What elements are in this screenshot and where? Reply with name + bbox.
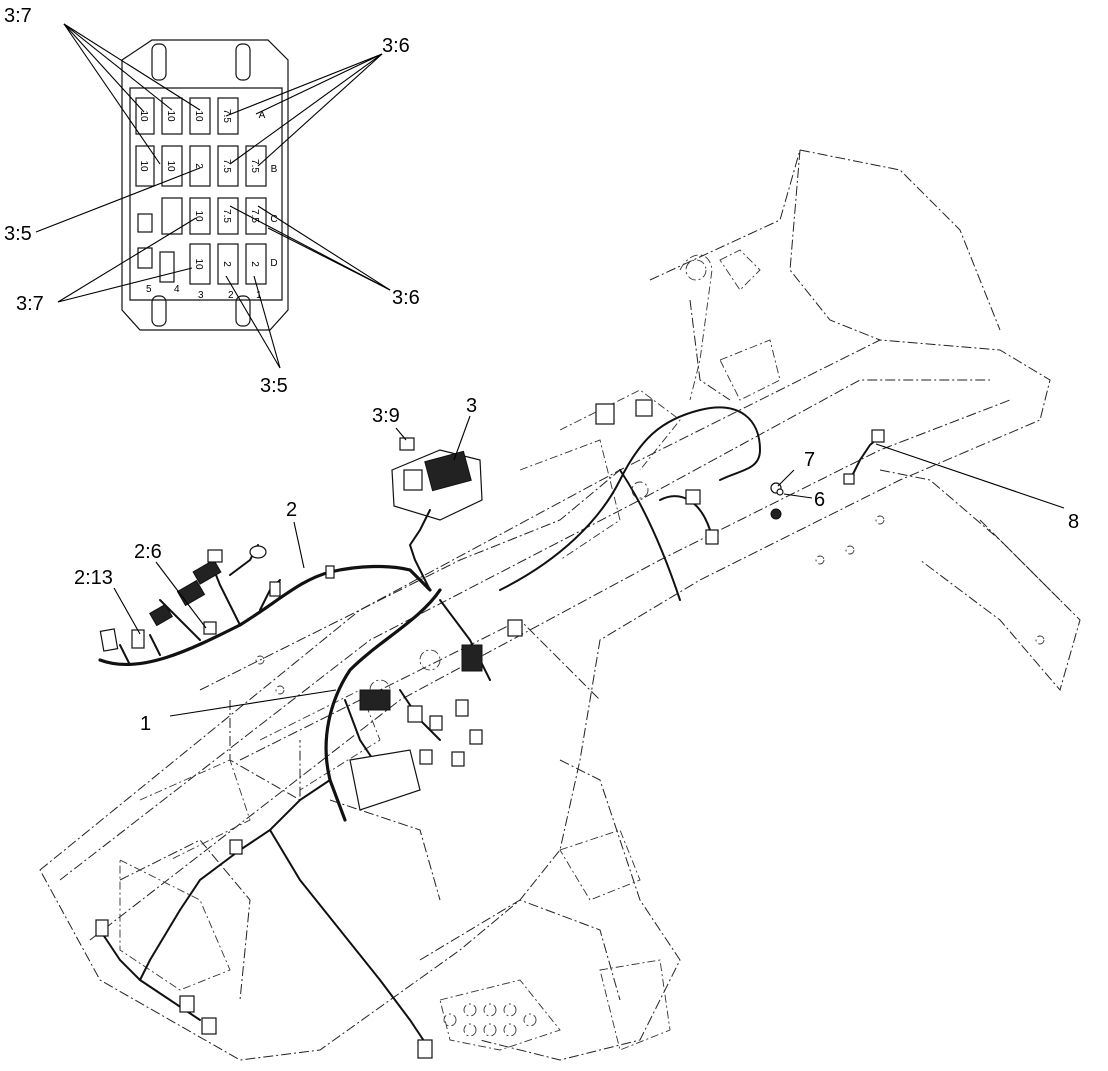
fuse-c3-label: 7.5 (249, 209, 260, 223)
fuse-pos-2: 2 (228, 290, 234, 301)
fuse-leaders (35, 23, 391, 369)
part-leaders (113, 415, 1065, 717)
fuse-row-c: 10 7.5 7.5 C (137, 197, 278, 235)
fuse-b5-label: 7.5 (249, 159, 260, 173)
fuse-row-d: 10 2 2 D (137, 243, 278, 285)
callout-7: 7 (804, 449, 815, 471)
fuse-pos-5: 5 (146, 284, 152, 295)
fuse-pos-3: 3 (198, 290, 204, 301)
callout-3-5-bottom: 3:5 (260, 375, 288, 397)
fuse-a1-label: 10 (138, 110, 149, 122)
callout-8: 8 (1068, 511, 1079, 533)
fuse-position-numbers: 5 4 3 2 1 (146, 284, 262, 301)
fuse-d1-label: 10 (193, 258, 204, 270)
fuse-row-b: 10 10 2 7.5 7.5 B (135, 145, 278, 187)
callout-3-7-top: 3:7 (4, 5, 32, 27)
row-letter-a: A (259, 110, 266, 121)
callout-3-6-bottom: 3:6 (392, 287, 420, 309)
fuse-c2-label: 7.5 (221, 209, 232, 223)
row-letter-b: B (271, 164, 278, 175)
callout-6: 6 (814, 489, 825, 511)
part-7 (770, 482, 784, 496)
fuse-b1-label: 10 (138, 160, 149, 172)
fuse-box: 10 10 10 7.5 A 10 10 2 7.5 7.5 B 10 (121, 39, 289, 331)
callout-2-13: 2:13 (74, 567, 113, 589)
fuse-b2-label: 10 (165, 160, 176, 172)
fuse-pos-4: 4 (174, 284, 180, 295)
callout-2: 2 (286, 499, 297, 521)
fuse-d3-label: 2 (249, 261, 260, 267)
chassis-frame (39, 149, 1081, 1061)
part-8 (843, 429, 885, 485)
fuse-a3-label: 10 (193, 110, 204, 122)
callout-3-9: 3:9 (372, 405, 400, 427)
fuse-c1-label: 10 (193, 210, 204, 222)
fuse-b4-label: 7.5 (221, 159, 232, 173)
part-6 (770, 508, 782, 520)
row-letter-d: D (270, 258, 277, 269)
fuse-b3-label: 2 (193, 163, 204, 169)
fuse-d2-label: 2 (221, 261, 232, 267)
callout-1: 1 (140, 713, 151, 735)
callout-3-7-bottom: 3:7 (16, 293, 44, 315)
harness-1 (95, 399, 762, 1059)
fuse-row-a: 10 10 10 7.5 A (135, 97, 266, 135)
callout-3: 3 (466, 395, 477, 417)
fuse-a2-label: 10 (165, 110, 176, 122)
row-letter-c: C (270, 214, 277, 225)
harness-2 (98, 544, 432, 667)
callout-3-6-top: 3:6 (382, 35, 410, 57)
callout-labels: 3:7 3:6 3:5 3:7 3:6 3:5 3:9 3 2 2:6 2:13… (4, 5, 1079, 735)
callout-2-6: 2:6 (134, 541, 162, 563)
callout-3-5-left: 3:5 (4, 223, 32, 245)
fuse-block-3 (391, 437, 483, 591)
